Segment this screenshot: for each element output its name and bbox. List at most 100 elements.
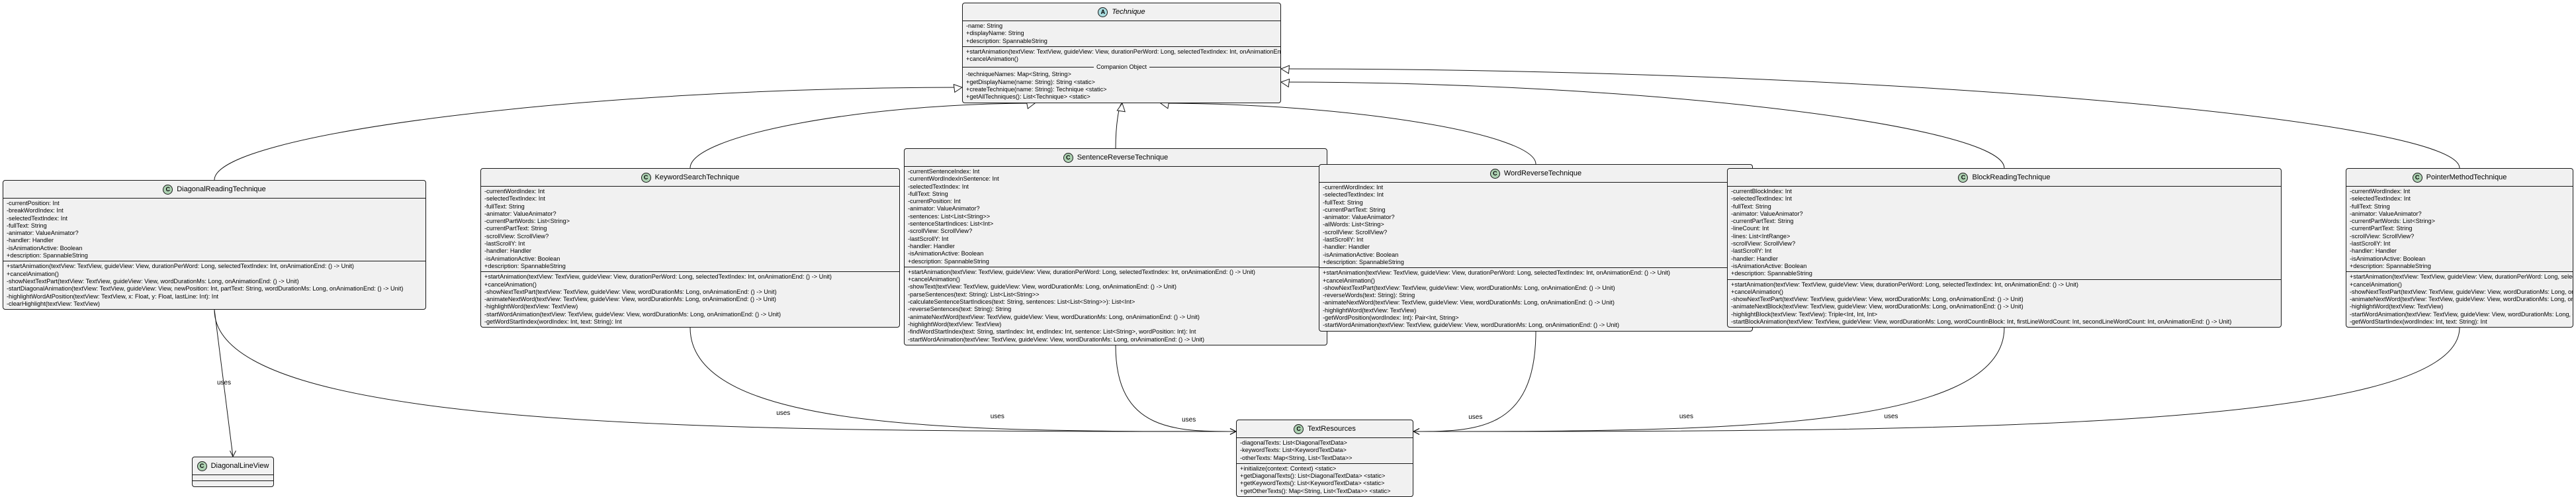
field: -selectedTextIndex: Int xyxy=(1731,195,1792,203)
field: -selectedTextIndex: Int xyxy=(484,195,545,203)
static-member: +getAllTechniques(): List<Technique> <st… xyxy=(966,93,1090,101)
class-header: A Technique xyxy=(963,3,1280,21)
method: -highlightWord(textView: TextView) xyxy=(484,303,578,310)
field: +description: SpannableString xyxy=(7,252,88,259)
field: -currentPartWords: List<String> xyxy=(484,218,570,225)
field: -currentWordIndex: Int xyxy=(1323,184,1384,191)
field: -isAnimationActive: Boolean xyxy=(908,250,984,257)
field: -currentPartWords: List<String> xyxy=(2350,218,2436,225)
method: -getWordPosition(wordIndex: Int): Pair<I… xyxy=(1323,314,1459,322)
fields-section: -name: String+displayName: String+descri… xyxy=(963,21,1280,47)
field: -sentences: List<List<String>> xyxy=(908,212,991,220)
field: -handler: Handler xyxy=(484,248,531,255)
class-icon: C xyxy=(1958,172,1969,183)
methods-section: +startAnimation(textView: TextView, guid… xyxy=(2346,272,2573,327)
inheritance-edge xyxy=(214,87,963,181)
method: -highlightBlock(textView: TextView): Tri… xyxy=(1731,310,1878,318)
uses-label: uses xyxy=(1182,416,1196,424)
method: -animateNextBlock(textView: TextView, gu… xyxy=(1731,303,2023,310)
class-box-technique: A Technique -name: String+displayName: Str… xyxy=(962,3,1281,103)
inheritance-edge xyxy=(1160,103,1536,165)
method: -startWordAnimation(textView: TextView, … xyxy=(484,310,781,318)
class-name: KeywordSearchTechnique xyxy=(654,173,740,181)
method: +cancelAnimation() xyxy=(484,281,537,288)
companion-label: Companion Object xyxy=(1093,64,1150,71)
companion-separator: Companion Object xyxy=(963,63,1280,71)
method: -showNextTextPart(textView: TextView, gu… xyxy=(2350,288,2573,295)
method: +initialize(context: Context) <static> xyxy=(1240,465,1337,472)
field: -currentWordIndex: Int xyxy=(2350,188,2411,195)
methods-section: +startAnimation(textView: TextView, guid… xyxy=(963,47,1280,103)
field: -otherTexts: Map<String, List<TextData>> xyxy=(1240,454,1353,461)
inheritance-arrowhead xyxy=(1116,102,1126,113)
field: -animator: ValueAnimator? xyxy=(908,205,980,212)
method: -showNextTextPart(textView: TextView, gu… xyxy=(1323,284,1615,291)
field: -isAnimationActive: Boolean xyxy=(1731,262,1807,269)
inheritance-edge xyxy=(1115,103,1123,149)
method: -showNextTextPart(textView: TextView, gu… xyxy=(484,288,777,295)
method: +startAnimation(textView: TextView, guid… xyxy=(908,268,1255,275)
methods-section xyxy=(193,481,273,486)
field: -currentPartText: String xyxy=(484,225,547,232)
field: -selectedTextIndex: Int xyxy=(7,214,67,222)
method: -highlightWordAtPosition(textView: TextV… xyxy=(7,293,219,300)
class-name: DiagonalLineView xyxy=(210,462,269,470)
field: +displayName: String xyxy=(966,30,1024,37)
methods-section: +startAnimation(textView: TextView, guid… xyxy=(1728,280,2281,328)
field: +description: SpannableString xyxy=(484,262,566,269)
field: -currentPosition: Int xyxy=(908,198,961,205)
field: -currentPartText: String xyxy=(1323,206,1386,213)
field: -lastScrollY: Int xyxy=(1323,236,1364,244)
fields-section: -currentPosition: Int-breakWordIndex: In… xyxy=(3,199,425,262)
field: -fullText: String xyxy=(2350,203,2390,210)
method: -calculateSentenceStartIndices(text: Str… xyxy=(908,298,1135,306)
field: +description: SpannableString xyxy=(2350,262,2431,269)
method: +cancelAnimation() xyxy=(7,270,59,277)
method: +startAnimation(textView: TextView, guid… xyxy=(7,263,354,270)
relations-layer xyxy=(214,65,2460,458)
field: -lines: List<IntRange> xyxy=(1731,232,1791,240)
methods-section: +initialize(context: Context) <static>+g… xyxy=(1237,464,1413,496)
field: -currentPosition: Int xyxy=(7,200,60,206)
static-member: +createTechnique(name: String): Techniqu… xyxy=(966,86,1107,93)
methods-section: +startAnimation(textView: TextView, guid… xyxy=(905,267,1327,345)
field: -isAnimationActive: Boolean xyxy=(484,255,560,262)
class-name: DiagonalReadingTechnique xyxy=(177,185,266,193)
field: -currentSentenceIndex: Int xyxy=(908,168,980,175)
field: +description: SpannableString xyxy=(1731,270,1812,277)
method: -startDiagonalAnimation(textView: TextVi… xyxy=(7,285,404,293)
class-name: Technique xyxy=(1112,8,1145,16)
class-name: SentenceReverseTechnique xyxy=(1077,154,1169,161)
method: -showNextTextPart(textView: TextView, gu… xyxy=(7,277,299,285)
fields-section: -diagonalTexts: List<DiagonalTextData>-k… xyxy=(1237,438,1413,464)
field: -lastScrollY: Int xyxy=(2350,240,2391,248)
method: -findWordStartIndex(text: String, startI… xyxy=(908,328,1196,336)
field: +description: SpannableString xyxy=(1323,258,1404,265)
method: +startAnimation(textView: TextView, guid… xyxy=(1323,269,1670,277)
field: -scrollView: ScrollView? xyxy=(1731,240,1796,248)
methods-section: +startAnimation(textView: TextView, guid… xyxy=(1319,268,1752,330)
method: -animateNextWord(textView: TextView, gui… xyxy=(908,313,1200,320)
uses-label: uses xyxy=(990,412,1004,420)
field: -fullText: String xyxy=(7,222,47,229)
method: -reverseSentences(text: String): String xyxy=(908,306,1012,313)
field: +description: SpannableString xyxy=(966,37,1047,44)
class-icon: C xyxy=(1294,424,1304,434)
field: -lastScrollY: Int xyxy=(1731,248,1772,255)
field: -keywordTexts: List<KeywordTextData> xyxy=(1240,447,1347,454)
class-icon: C xyxy=(163,184,173,195)
uses-label: uses xyxy=(1679,412,1693,420)
field: -scrollView: ScrollView? xyxy=(908,228,973,235)
field: -selectedTextIndex: Int xyxy=(1323,191,1384,199)
fields-section: -currentWordIndex: Int-selectedTextIndex… xyxy=(2346,187,2573,273)
abstract-class-icon: A xyxy=(1098,7,1108,17)
